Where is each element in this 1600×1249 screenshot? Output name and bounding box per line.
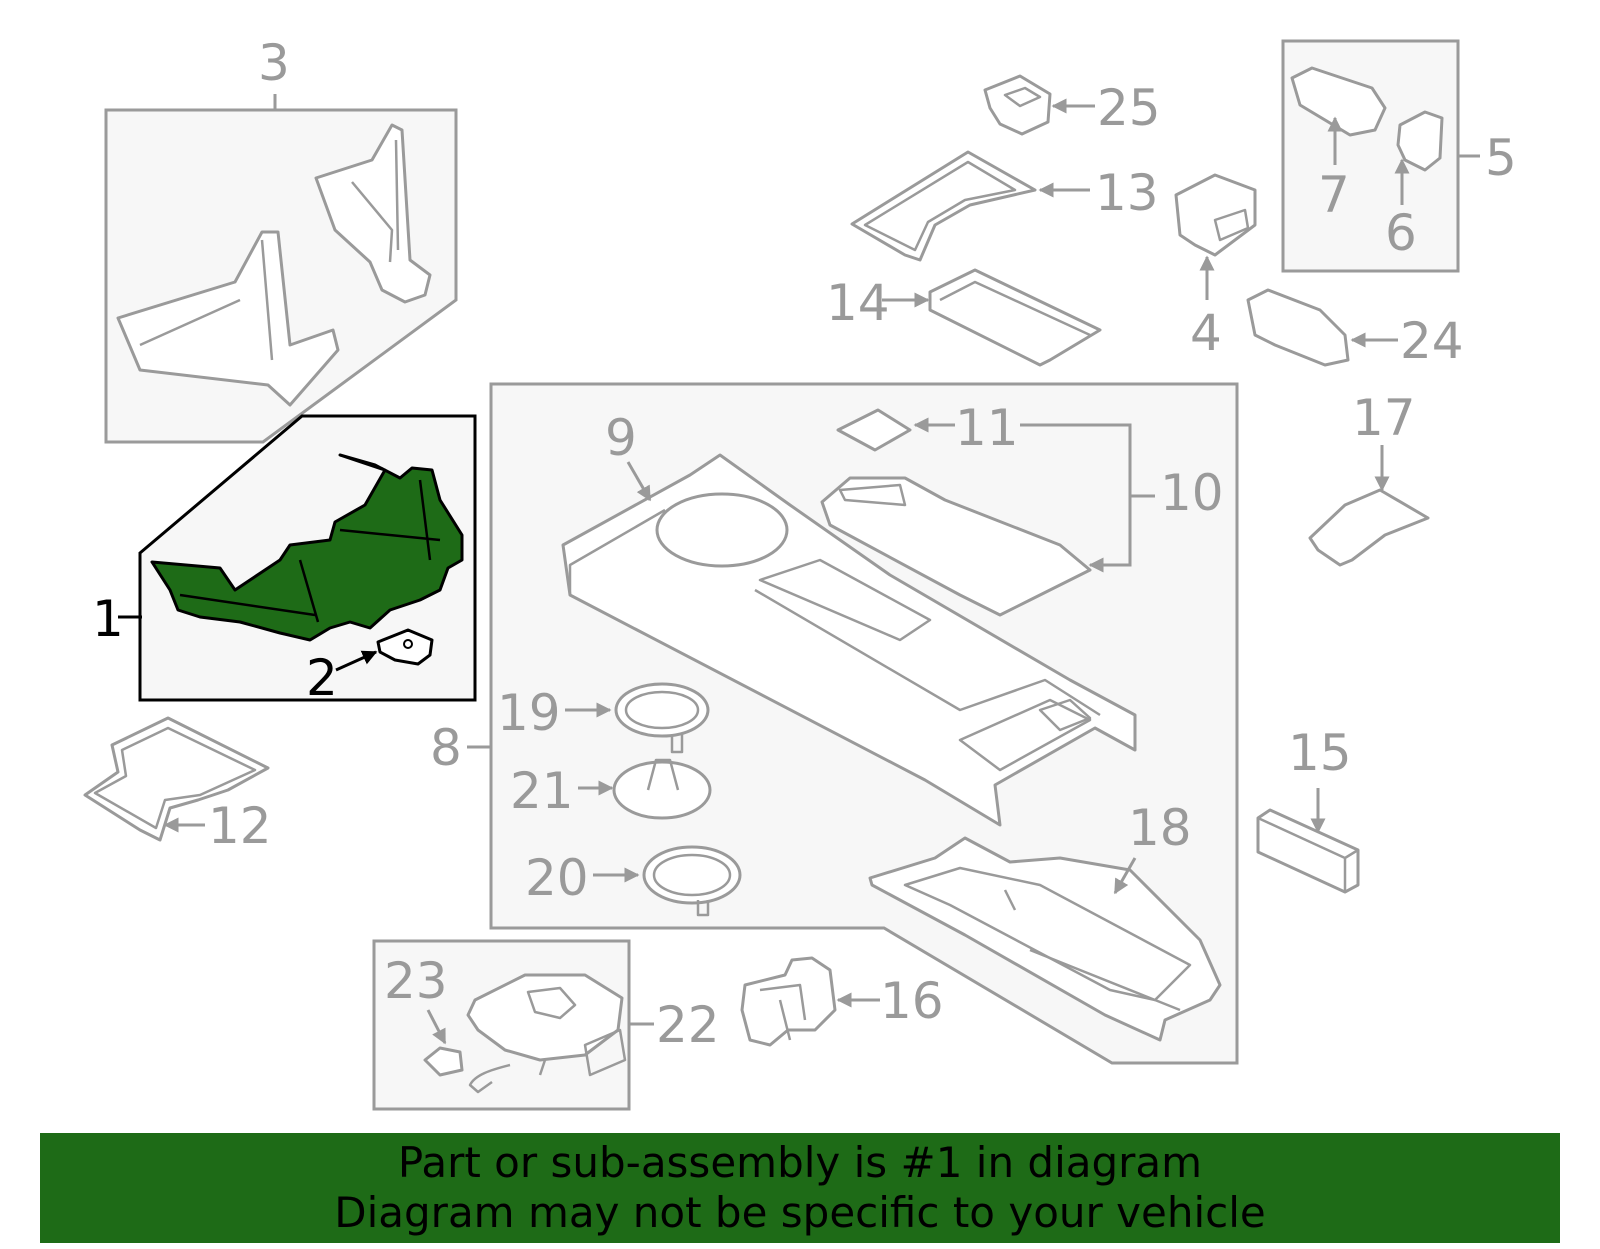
knob-7	[1290, 66, 1387, 137]
callout-6: 6	[1385, 204, 1417, 262]
mat-13	[850, 150, 1037, 262]
leader-18	[1113, 857, 1137, 895]
box-part-1	[138, 414, 477, 702]
callout-8: 8	[430, 719, 462, 777]
box-part-8	[489, 382, 1239, 1065]
callout-5: 5	[1485, 129, 1517, 187]
leader-23	[426, 1009, 447, 1045]
banner-line-2: Diagram may not be specific to your vehi…	[334, 1188, 1266, 1237]
callout-9: 9	[605, 409, 637, 467]
callout-13: 13	[1095, 164, 1159, 222]
banner-line-1: Part or sub-assembly is #1 in diagram	[397, 1138, 1203, 1187]
callout-21: 21	[510, 762, 574, 820]
callout-10: 10	[1160, 464, 1224, 522]
callout-2: 2	[306, 649, 338, 707]
lid-11	[836, 408, 912, 452]
callout-14: 14	[826, 274, 890, 332]
shifter-plate-22	[466, 973, 624, 1062]
callout-22: 22	[656, 996, 720, 1054]
callout-7: 7	[1318, 166, 1350, 224]
callout-11: 11	[955, 399, 1019, 457]
callout-17: 17	[1352, 389, 1416, 447]
box-part-3	[104, 108, 458, 444]
bulb-23	[423, 1046, 464, 1077]
callout-20: 20	[525, 849, 589, 907]
callout-15: 15	[1288, 724, 1352, 782]
info-banner: Part or sub-assembly is #1 in diagram Di…	[40, 1133, 1560, 1243]
callout-3: 3	[258, 34, 290, 92]
pad-14	[928, 268, 1102, 367]
boot-21	[612, 760, 712, 820]
callout-12: 12	[208, 797, 272, 855]
cover-17	[1308, 488, 1430, 567]
callout-25: 25	[1097, 79, 1161, 137]
leader-9	[626, 461, 652, 502]
knob-6	[1396, 110, 1444, 172]
callout-19: 19	[497, 684, 561, 742]
ring-20	[642, 845, 742, 905]
tray-18	[868, 836, 1222, 1042]
leader-2	[335, 650, 378, 672]
box-part-22	[372, 939, 631, 1111]
callout-4: 4	[1190, 304, 1222, 362]
box-part-5	[1281, 39, 1460, 273]
pad-15	[1256, 808, 1360, 894]
callout-23: 23	[384, 952, 448, 1010]
callout-24: 24	[1400, 312, 1464, 370]
handle-24	[1246, 288, 1350, 367]
callout-18: 18	[1128, 799, 1192, 857]
highlighted-bracket	[150, 453, 464, 642]
mat-12	[83, 716, 270, 842]
callout-1: 1	[92, 590, 124, 648]
callout-16: 16	[880, 972, 944, 1030]
switch-4	[1174, 173, 1257, 257]
bracket-16	[740, 956, 837, 1047]
